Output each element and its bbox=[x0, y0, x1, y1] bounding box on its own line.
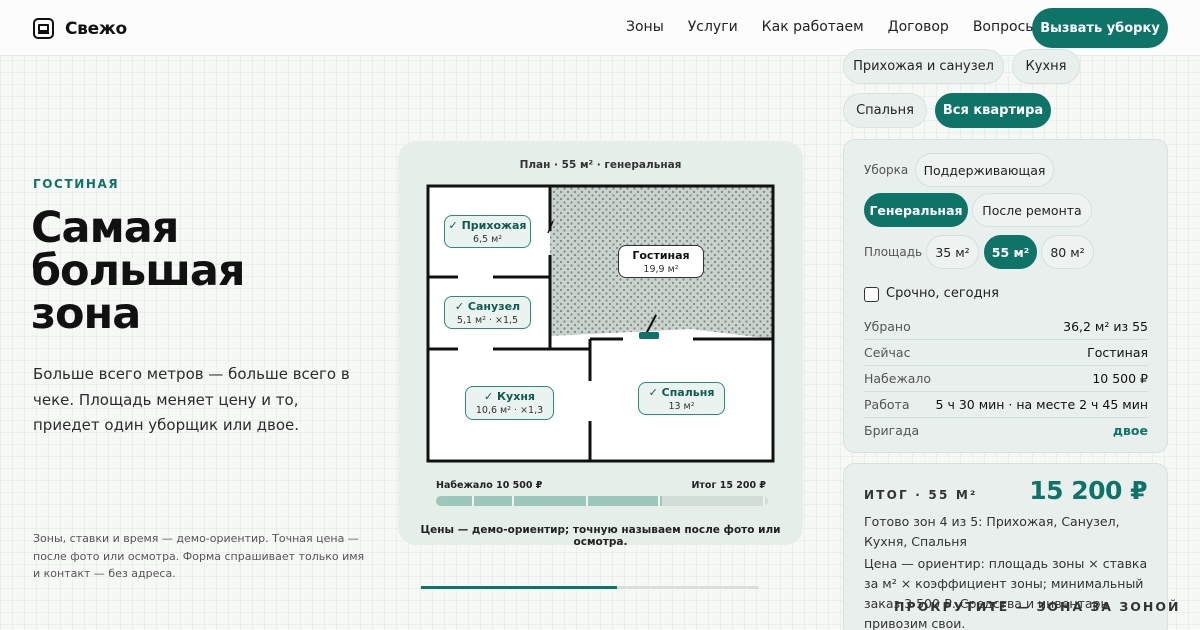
stat-row-current: Сейчас Гостиная bbox=[864, 340, 1148, 366]
floor-plan-card: План · 55 м² · генеральная ✓ Прихож bbox=[398, 141, 803, 548]
main-nav: Зоны Услуги Как работаем Договор Вопросы bbox=[626, 19, 1060, 35]
stat-row-cleaned: Убрано 36,2 м² из 55 bbox=[864, 314, 1148, 340]
order-cleaning-button[interactable]: Вызвать уборку bbox=[1032, 8, 1168, 48]
plan-progress-bar bbox=[436, 496, 768, 506]
plan-footnote: Цены — демо-ориентир; точную называем по… bbox=[420, 524, 781, 548]
stat-row-crew: Бригада двое bbox=[864, 423, 1148, 438]
plan-caption: План · 55 м² · генеральная bbox=[519, 159, 682, 171]
site-header: Свежо Зоны Услуги Как работаем Договор В… bbox=[0, 0, 1200, 56]
urgent-checkbox[interactable] bbox=[864, 287, 879, 302]
brand-name: Свежо bbox=[65, 18, 127, 39]
options-panel: Уборка Поддерживающая Генеральная После … bbox=[843, 139, 1168, 453]
area-80-chip[interactable]: 80 м² bbox=[1041, 235, 1094, 269]
cleaning-general-chip[interactable]: Генеральная bbox=[864, 193, 968, 227]
plan-progress-labels: Набежало 10 500 ₽ Итог 15 200 ₽ bbox=[436, 480, 766, 491]
zone-chip-whole-apartment[interactable]: Вся квартира bbox=[935, 93, 1051, 128]
total-card: ИТОГ · 55 М² 15 200 ₽ Готово зон 4 из 5:… bbox=[843, 463, 1168, 630]
zones-done-text: Готово зон 4 из 5: Прихожая, Санузел, Ку… bbox=[864, 514, 1120, 549]
logo-icon bbox=[33, 18, 54, 39]
stat-row-accrued: Набежало 10 500 ₽ bbox=[864, 366, 1148, 392]
zone-chip-bedroom[interactable]: Спальня bbox=[843, 93, 927, 128]
cleaning-maintenance-chip[interactable]: Поддерживающая bbox=[915, 153, 1054, 187]
cleaner-marker bbox=[639, 332, 659, 339]
area-35-chip[interactable]: 35 м² bbox=[926, 235, 979, 269]
urgent-label[interactable]: Срочно, сегодня bbox=[886, 286, 999, 301]
section-eyebrow: ГОСТИНАЯ bbox=[33, 177, 120, 191]
room-bedroom[interactable]: ✓ Спальня 13 м² bbox=[638, 382, 725, 415]
total-price: 15 200 ₽ bbox=[1029, 476, 1147, 505]
scroll-hint: ПРОКРУТИТЕ — ЗОНА ЗА ЗОНОЙ bbox=[894, 599, 1181, 614]
section-lead: Больше всего метров — больше всего в чек… bbox=[33, 365, 350, 434]
demo-disclaimer: Зоны, ставки и время — демо-ориентир. То… bbox=[33, 532, 365, 580]
nav-item-how-we-work[interactable]: Как работаем bbox=[761, 19, 864, 35]
cleaning-type-label: Уборка bbox=[864, 163, 909, 177]
cleaning-after-renovation-chip[interactable]: После ремонта bbox=[972, 193, 1092, 227]
nav-item-services[interactable]: Услуги bbox=[687, 19, 738, 35]
stat-row-work-time: Работа 5 ч 30 мин · на месте 2 ч 45 мин bbox=[864, 392, 1148, 418]
zone-chip-hall-bath[interactable]: Прихожая и санузел bbox=[843, 49, 1004, 84]
accrued-label: Набежало 10 500 ₽ bbox=[436, 480, 543, 491]
page-scroll-progress-fill bbox=[421, 586, 618, 589]
room-bathroom[interactable]: ✓ Санузел 5,1 м² · ×1,5 bbox=[444, 296, 531, 329]
page-scroll-progress bbox=[421, 586, 759, 589]
nav-item-faq[interactable]: Вопросы bbox=[972, 19, 1037, 35]
nav-item-contract[interactable]: Договор bbox=[887, 19, 949, 35]
room-hall[interactable]: ✓ Прихожая 6,5 м² bbox=[444, 215, 531, 248]
headline-line: Самая bbox=[31, 203, 179, 253]
nav-item-zones[interactable]: Зоны bbox=[626, 19, 664, 35]
room-living[interactable]: Гостиная 19,9 м² bbox=[618, 245, 704, 278]
section-headline: Самая большая зона bbox=[31, 207, 361, 336]
price-note: Цена — ориентир: площадь зоны × ставка з… bbox=[864, 556, 1148, 630]
headline-line: зона bbox=[31, 289, 141, 339]
area-label: Площадь bbox=[864, 245, 923, 259]
room-kitchen[interactable]: ✓ Кухня 10,6 м² · ×1,3 bbox=[465, 386, 554, 420]
plan-progress-fill bbox=[436, 496, 662, 506]
total-title: ИТОГ · 55 М² bbox=[864, 488, 978, 502]
total-label: Итог 15 200 ₽ bbox=[691, 480, 766, 491]
headline-line: большая bbox=[31, 246, 246, 296]
logo[interactable]: Свежо bbox=[33, 18, 127, 39]
area-55-chip[interactable]: 55 м² bbox=[984, 235, 1037, 269]
zone-chip-kitchen[interactable]: Кухня bbox=[1012, 49, 1080, 84]
